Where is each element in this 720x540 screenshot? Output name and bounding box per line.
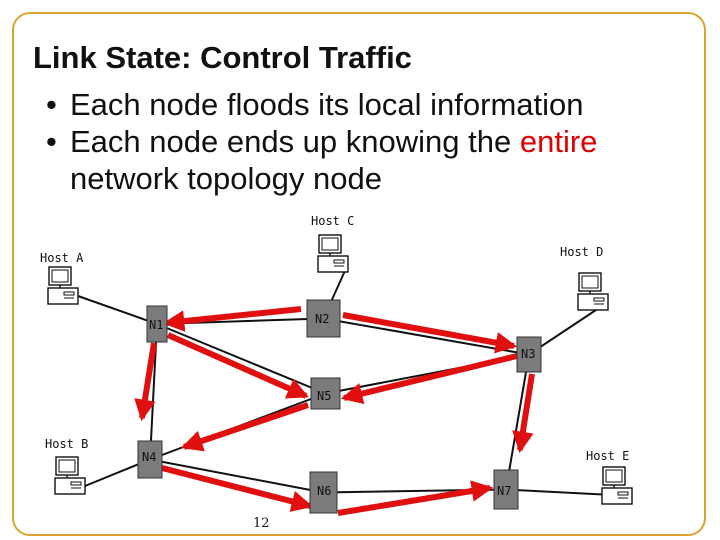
router-label-n4: N4 xyxy=(142,450,156,464)
host-link-d xyxy=(528,301,609,356)
link-n1-n5 xyxy=(156,323,326,395)
link-n4-n6 xyxy=(149,458,324,494)
flood-arrow-n4-n6 xyxy=(161,465,314,512)
link-n3-n7 xyxy=(505,354,530,490)
router-label-n5: N5 xyxy=(317,389,331,403)
router-label-n2: N2 xyxy=(315,312,329,326)
flood-arrow-n6-n7 xyxy=(337,480,494,516)
bullet-text: Each node ends up knowing the xyxy=(70,124,520,159)
host-label-b: Host B xyxy=(45,437,88,451)
link-n2-n3 xyxy=(323,317,530,356)
router-label-n1: N1 xyxy=(149,318,163,332)
bullet-list: • Each node floods its local information… xyxy=(46,86,706,197)
bullet-glyph: • xyxy=(46,87,57,122)
host-label-d: Host D xyxy=(560,245,603,259)
bullet-item: • Each node ends up knowing the entire n… xyxy=(46,123,706,197)
hosts-layer: Host A Host B Host C Host D Host E xyxy=(40,214,633,505)
bullet-text: Each node floods its local information xyxy=(70,87,584,122)
flood-arrow-n2-n3 xyxy=(342,312,518,354)
flood-arrow-n2-n1 xyxy=(162,306,302,332)
router-n7: N7 xyxy=(493,469,519,510)
slide-frame xyxy=(12,12,706,536)
bullet-text-continued: network topology node xyxy=(70,161,382,196)
host-c-computer-icon xyxy=(317,234,349,273)
flood-arrows-layer xyxy=(134,306,535,516)
flood-arrow-n1-n4 xyxy=(134,342,157,422)
router-n2: N2 xyxy=(306,299,341,338)
flood-arrow-n1-n5 xyxy=(166,332,309,399)
host-d-computer-icon xyxy=(577,272,609,311)
host-label-e: Host E xyxy=(586,449,629,463)
router-label-n3: N3 xyxy=(521,347,535,361)
page-number: 12 xyxy=(253,516,270,531)
host-b-computer-icon xyxy=(54,456,86,495)
flood-arrow-n3-n5 xyxy=(340,353,518,405)
host-label-c: Host C xyxy=(311,214,354,228)
router-n1: N1 xyxy=(146,305,168,343)
host-a-computer-icon xyxy=(47,266,79,305)
bullet-highlight: entire xyxy=(519,124,598,159)
host-link-a xyxy=(77,295,158,325)
router-n6: N6 xyxy=(309,471,338,514)
flood-arrow-n5-n4 xyxy=(180,402,309,452)
slide-title: Link State: Control Traffic xyxy=(33,40,412,75)
router-label-n6: N6 xyxy=(317,484,331,498)
router-label-n7: N7 xyxy=(497,484,511,498)
router-n5: N5 xyxy=(310,377,341,410)
bullet-glyph: • xyxy=(46,124,57,159)
router-n4: N4 xyxy=(137,440,163,479)
router-n3: N3 xyxy=(516,336,542,373)
bullet-item: • Each node floods its local information xyxy=(46,86,706,123)
host-e-computer-icon xyxy=(601,466,633,505)
host-label-a: Host A xyxy=(40,251,84,265)
flood-arrow-n3-n7 xyxy=(512,373,535,454)
